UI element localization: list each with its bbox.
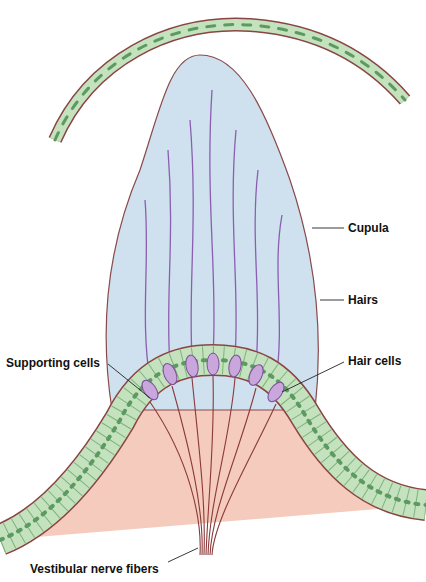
part-label: Hairs <box>348 293 378 307</box>
part-label: Supporting cells <box>6 356 100 370</box>
part-label: Cupula <box>348 221 389 235</box>
part-label: Hair cells <box>348 354 401 368</box>
hair-bundles <box>145 90 282 380</box>
cupula-shape <box>106 55 318 410</box>
leader-lines <box>108 228 344 562</box>
nerve-fibers <box>150 376 276 555</box>
part-label: Vestibular nerve fibers <box>30 562 159 576</box>
